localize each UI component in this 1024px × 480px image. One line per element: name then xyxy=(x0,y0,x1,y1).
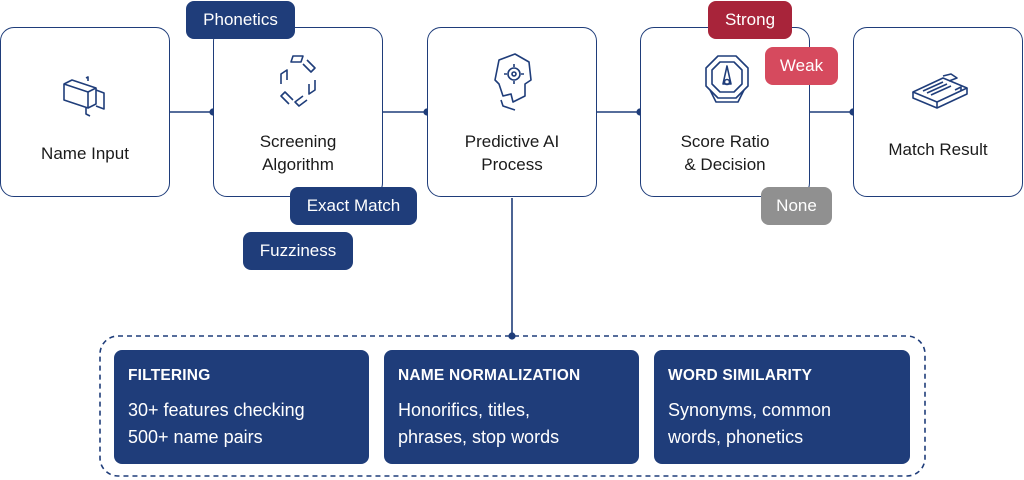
tag-strong: Strong xyxy=(708,1,792,39)
panel-line: Synonyms, common xyxy=(668,400,832,420)
panel-title: WORD SIMILARITY xyxy=(668,367,813,384)
connector-dot xyxy=(508,332,516,340)
tag-exact-match: Exact Match xyxy=(290,187,417,225)
tag-weak: Weak xyxy=(765,47,838,85)
node-label-line: Predictive AI xyxy=(464,132,560,151)
node-label-line: & Decision xyxy=(684,155,766,174)
node-label-line: Process xyxy=(481,155,543,174)
tag-none: None xyxy=(761,187,832,225)
panel-title: NAME NORMALIZATION xyxy=(398,367,581,384)
panel-filtering: FILTERING 30+ features checking 500+ nam… xyxy=(114,350,369,464)
panel-line: 30+ features checking xyxy=(128,400,305,420)
node-match-result: Match Result xyxy=(853,27,1023,197)
ai-head-icon xyxy=(494,53,532,111)
node-label-line: Name Input xyxy=(41,144,129,163)
scan-arrows-icon xyxy=(280,55,316,107)
tag-phonetics: Phonetics xyxy=(186,1,295,39)
node-label-line: Algorithm xyxy=(262,155,334,174)
panel-line: words, phonetics xyxy=(668,427,804,447)
tag-icon xyxy=(63,76,105,117)
document-stack-icon xyxy=(912,73,968,109)
panel-word-similarity: WORD SIMILARITY Synonyms, common words, … xyxy=(654,350,910,464)
tag-fuzziness: Fuzziness xyxy=(243,232,353,270)
panel-line: phrases, stop words xyxy=(398,427,560,447)
node-label-line: Score Ratio xyxy=(680,132,770,151)
panel-line: 500+ name pairs xyxy=(128,427,263,447)
panel-title: FILTERING xyxy=(128,367,211,384)
node-label-line: Screening xyxy=(259,132,337,151)
node-screening-algorithm: Screening Algorithm xyxy=(213,27,383,197)
gauge-icon xyxy=(705,55,749,103)
node-name-input: Name Input xyxy=(0,27,170,197)
panel-line: Honorifics, titles, xyxy=(398,400,531,420)
node-label-line: Match Result xyxy=(888,140,988,159)
node-predictive-ai: Predictive AI Process xyxy=(427,27,597,197)
panel-name-normalization: NAME NORMALIZATION Honorifics, titles, p… xyxy=(384,350,639,464)
